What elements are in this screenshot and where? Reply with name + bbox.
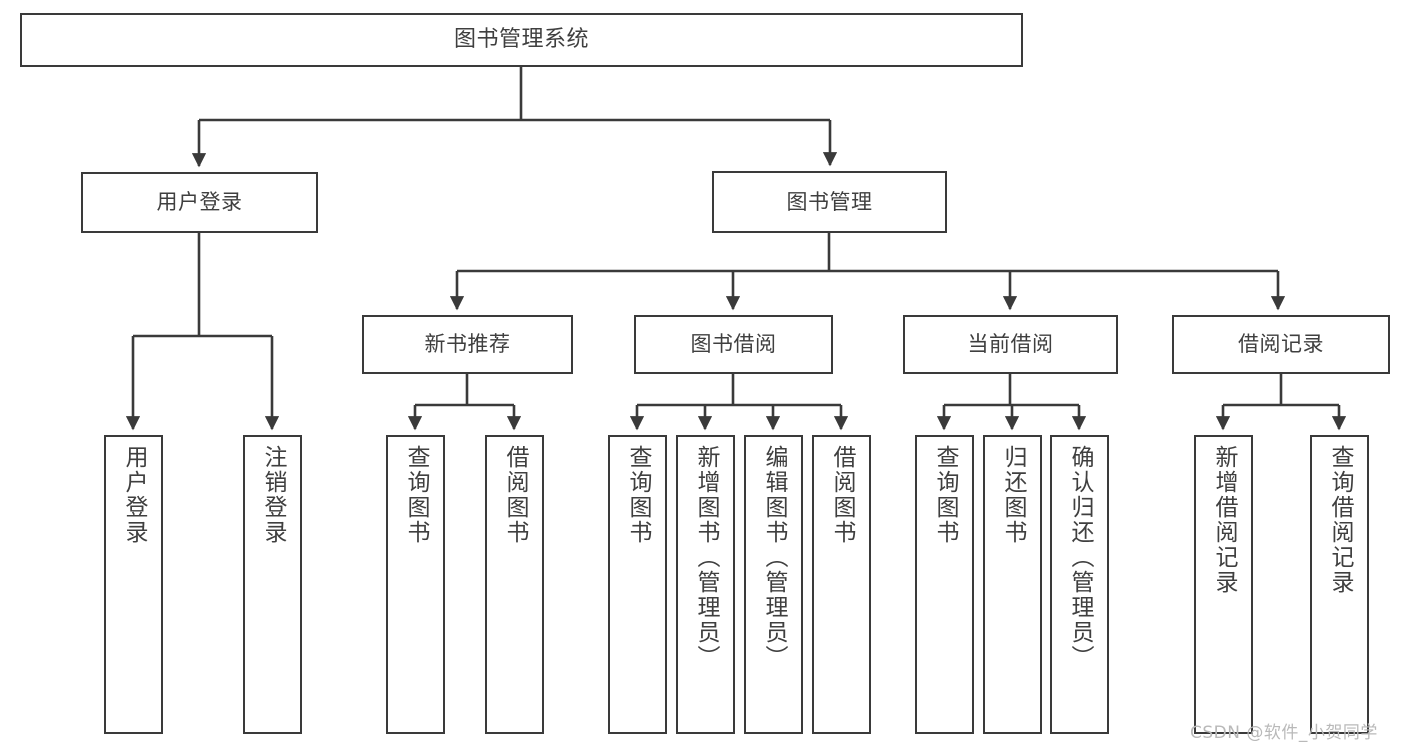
node-label: 借阅记录: [1238, 332, 1324, 357]
node-new-book-recommendation[interactable]: 新书推荐: [362, 315, 573, 374]
node-label: 注销登录: [260, 445, 286, 545]
node-label: 查询图书: [932, 445, 958, 545]
csdn-watermark: CSDN @软件_小贺同学: [1190, 723, 1378, 743]
node-label: 用户登录: [121, 445, 147, 545]
node-label: 用户登录: [156, 190, 243, 215]
node-label: 归还图书: [1000, 445, 1026, 545]
node-leaf-record-query-borrow-record[interactable]: 查询借阅记录: [1310, 435, 1369, 734]
node-leaf-newbook-query-book[interactable]: 查询图书: [386, 435, 445, 734]
node-label: 查询图书: [625, 445, 651, 545]
node-label: 新增图书（管理员）: [693, 445, 719, 670]
node-current-borrow[interactable]: 当前借阅: [903, 315, 1118, 374]
node-borrow-record[interactable]: 借阅记录: [1172, 315, 1390, 374]
node-leaf-user-login[interactable]: 用户登录: [104, 435, 163, 734]
node-leaf-current-query-book[interactable]: 查询图书: [915, 435, 974, 734]
node-label: 图书借阅: [690, 332, 777, 357]
node-label: 借阅图书: [829, 445, 855, 545]
node-leaf-borrow-add-book-admin[interactable]: 新增图书（管理员）: [676, 435, 735, 734]
node-label: 图书管理系统: [453, 27, 589, 53]
node-leaf-record-add-borrow-record[interactable]: 新增借阅记录: [1194, 435, 1253, 734]
node-leaf-newbook-borrow-book[interactable]: 借阅图书: [485, 435, 544, 734]
node-label: 图书管理: [786, 189, 873, 214]
node-leaf-borrow-borrow-book[interactable]: 借阅图书: [812, 435, 871, 734]
node-label: 编辑图书（管理员）: [761, 445, 787, 670]
node-label: 确认归还（管理员）: [1067, 445, 1093, 670]
node-leaf-borrow-edit-book-admin[interactable]: 编辑图书（管理员）: [744, 435, 803, 734]
node-root-system[interactable]: 图书管理系统: [20, 13, 1023, 67]
node-label: 新增借阅记录: [1211, 445, 1237, 595]
node-book-management[interactable]: 图书管理: [712, 171, 947, 233]
node-book-borrow[interactable]: 图书借阅: [634, 315, 833, 374]
node-leaf-current-return-book[interactable]: 归还图书: [983, 435, 1042, 734]
node-leaf-logout[interactable]: 注销登录: [243, 435, 302, 734]
node-label: 当前借阅: [967, 332, 1054, 357]
node-leaf-borrow-query-book[interactable]: 查询图书: [608, 435, 667, 734]
node-label: 新书推荐: [424, 332, 511, 357]
node-user-login[interactable]: 用户登录: [81, 172, 318, 233]
node-leaf-current-confirm-return-admin[interactable]: 确认归还（管理员）: [1050, 435, 1109, 734]
node-label: 借阅图书: [502, 445, 528, 545]
node-label: 查询图书: [403, 445, 429, 545]
node-label: 查询借阅记录: [1327, 445, 1353, 595]
